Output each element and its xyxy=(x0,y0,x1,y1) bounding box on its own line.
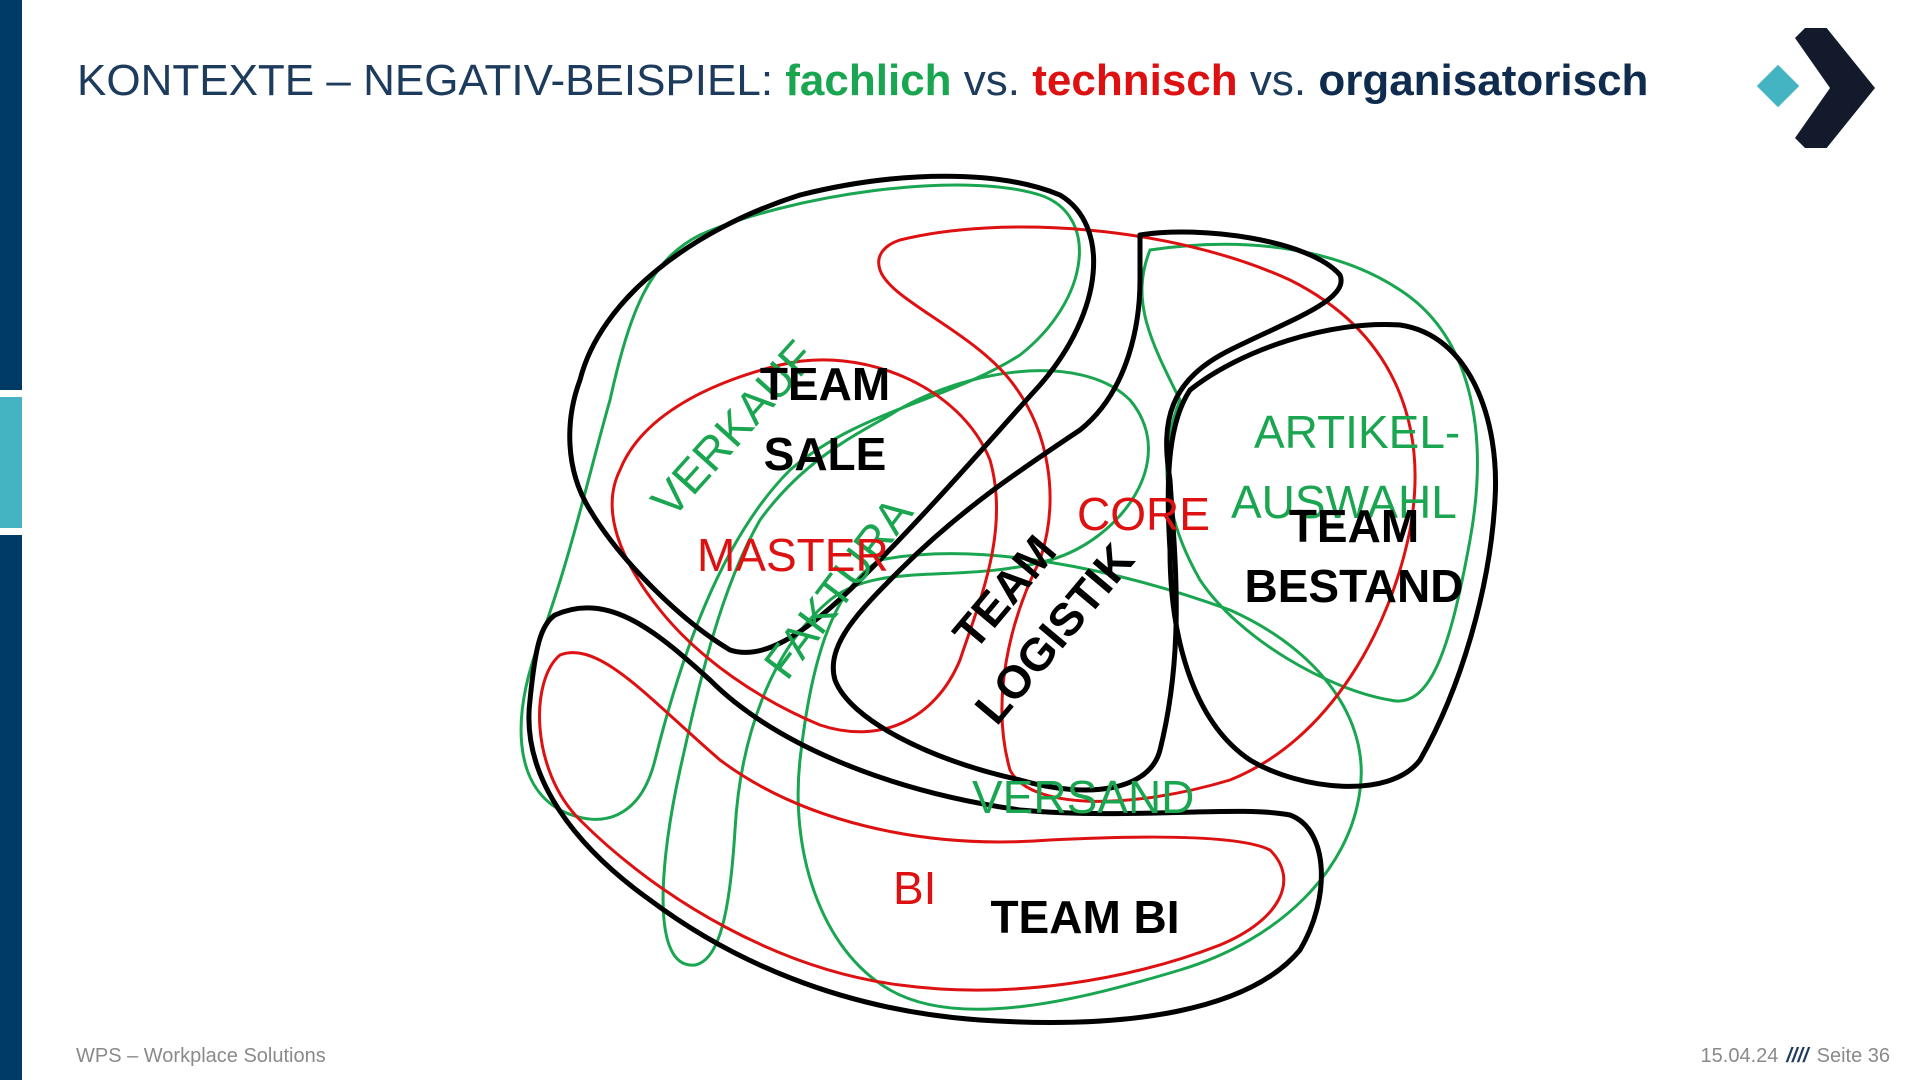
label-faktura: FAKTURA xyxy=(753,487,922,688)
logo-chevron xyxy=(1795,28,1875,148)
label-team-bestand-1: TEAM xyxy=(1289,500,1419,552)
label-team-bestand-2: BESTAND xyxy=(1245,560,1464,612)
boundary-verkauf xyxy=(519,183,1081,821)
boundary-core xyxy=(877,225,1417,803)
boundary-faktura xyxy=(661,369,1150,967)
boundary-team-bestand xyxy=(1165,321,1499,789)
boundary-team-bi xyxy=(526,605,1324,1025)
label-artikel-line1: ARTIKEL- xyxy=(1254,406,1460,458)
label-bi: BI xyxy=(893,862,936,914)
boundary-team-logistik xyxy=(830,229,1344,793)
label-artikel-line2: AUSWAHL xyxy=(1231,476,1457,528)
fachlich-boundaries xyxy=(519,183,1479,1011)
label-team-sale-1: TEAM xyxy=(760,358,890,410)
label-team-bi: TEAM BI xyxy=(990,891,1179,943)
label-versand: VERSAND xyxy=(972,771,1194,823)
footer-date: 15.04.24 xyxy=(1700,1045,1779,1067)
title-fachlich: fachlich xyxy=(785,56,952,105)
title-organisatorisch: organisatorisch xyxy=(1318,56,1649,105)
side-bar-bottom xyxy=(0,535,22,1080)
boundary-bi xyxy=(538,651,1286,992)
footer-page: Seite 36 xyxy=(1816,1045,1890,1067)
side-bar-top xyxy=(0,0,22,390)
logo-diamond xyxy=(1756,64,1800,108)
label-team-sale-2: SALE xyxy=(764,428,887,480)
boundary-team-sale xyxy=(567,173,1097,655)
chevron-diamond-logo-icon xyxy=(1756,28,1875,148)
label-core: CORE xyxy=(1077,488,1210,540)
slide-title: KONTEXTE – NEGATIV-BEISPIEL: fachlich vs… xyxy=(77,56,1648,106)
boundary-artikel-auswahl xyxy=(1140,242,1479,703)
footer-separator: //// xyxy=(1786,1045,1809,1067)
footer-meta: 15.04.24 //// Seite 36 xyxy=(1701,1045,1890,1068)
title-technisch: technisch xyxy=(1032,56,1238,105)
title-vs-1: vs. xyxy=(951,56,1033,105)
boundary-versand xyxy=(796,552,1363,1011)
side-bar-middle xyxy=(0,397,22,528)
title-vs-2: vs. xyxy=(1237,56,1319,105)
title-prefix: KONTEXTE – NEGATIV-BEISPIEL: xyxy=(77,56,786,105)
team-boundaries xyxy=(526,173,1499,1025)
label-master: MASTER xyxy=(697,529,889,581)
footer-company: WPS – Workplace Solutions xyxy=(76,1045,326,1067)
